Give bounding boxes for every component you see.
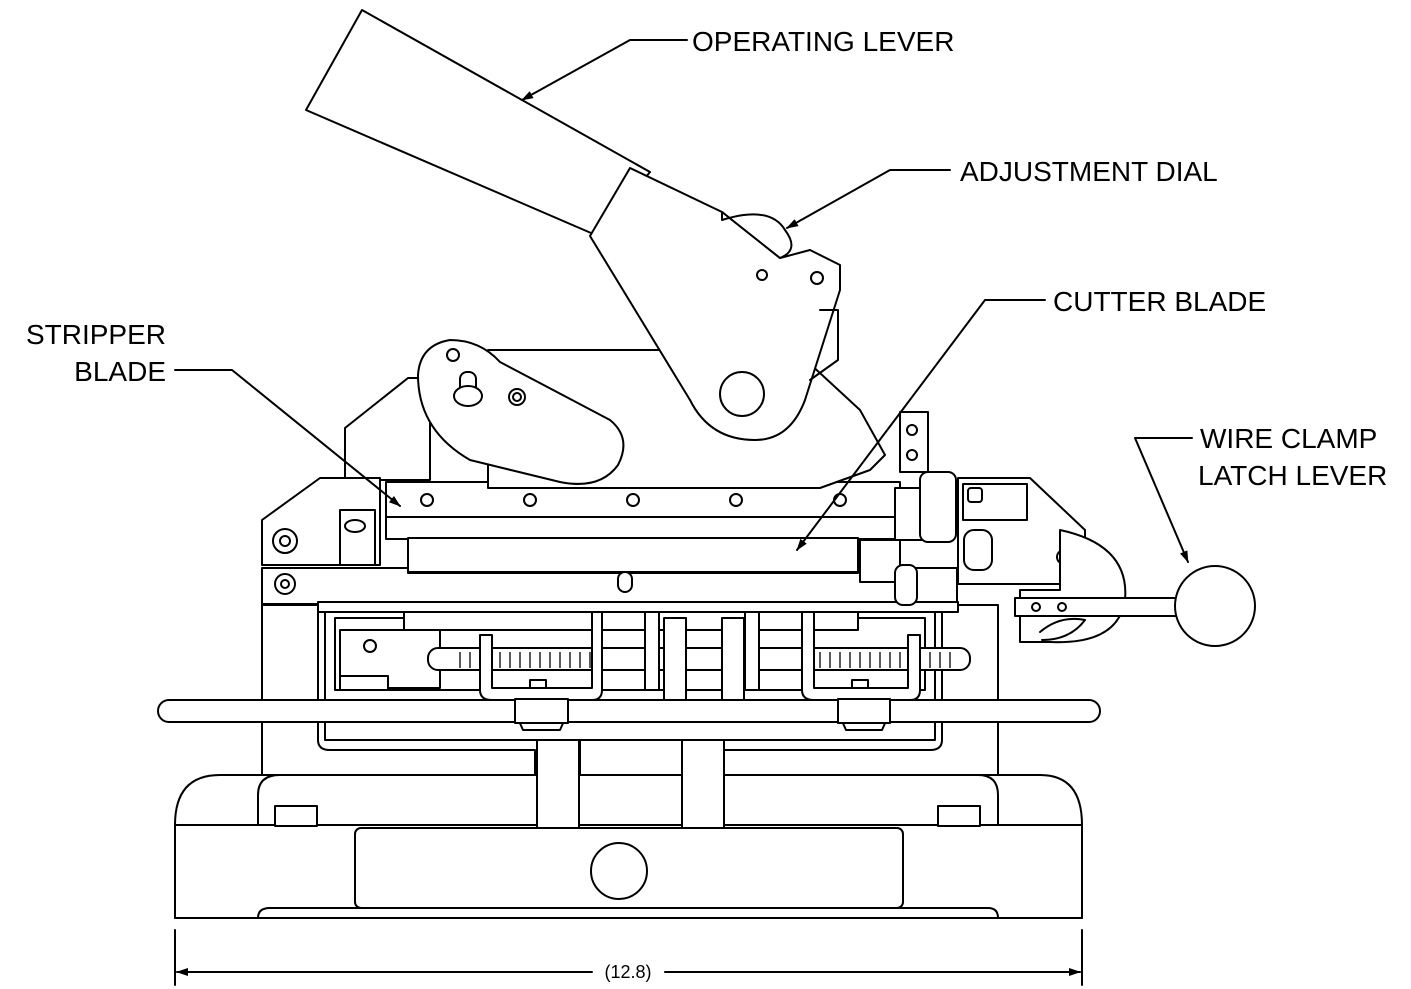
guide-rod [157, 699, 1101, 723]
label-adjustment-dial: ADJUSTMENT DIAL [960, 156, 1218, 187]
lever-pivot [719, 371, 765, 417]
right-mechanism [859, 411, 1256, 647]
rod-clamp-left [514, 698, 569, 724]
label-stripper-blade-line2: BLADE [74, 356, 166, 387]
label-operating-lever: OPERATING LEVER [692, 26, 954, 57]
callout-leaders [174, 39, 1193, 563]
label-wire-clamp-line2: LATCH LEVER [1198, 460, 1387, 491]
base-knob [590, 842, 648, 900]
label-stripper-blade-line1: STRIPPER [26, 319, 166, 350]
operating-lever [305, 9, 841, 441]
stripper-blade [385, 481, 901, 540]
machine-base [174, 774, 1083, 919]
latch-knob [1174, 565, 1256, 647]
label-cutter-blade: CUTTER BLADE [1053, 286, 1266, 317]
cutter-blade [407, 537, 859, 573]
rod-clamp-right [837, 698, 891, 724]
width-dimension [174, 929, 1083, 986]
label-wire-clamp-line1: WIRE CLAMP [1200, 423, 1377, 454]
dimension-width-label: (12.8) [604, 962, 651, 982]
